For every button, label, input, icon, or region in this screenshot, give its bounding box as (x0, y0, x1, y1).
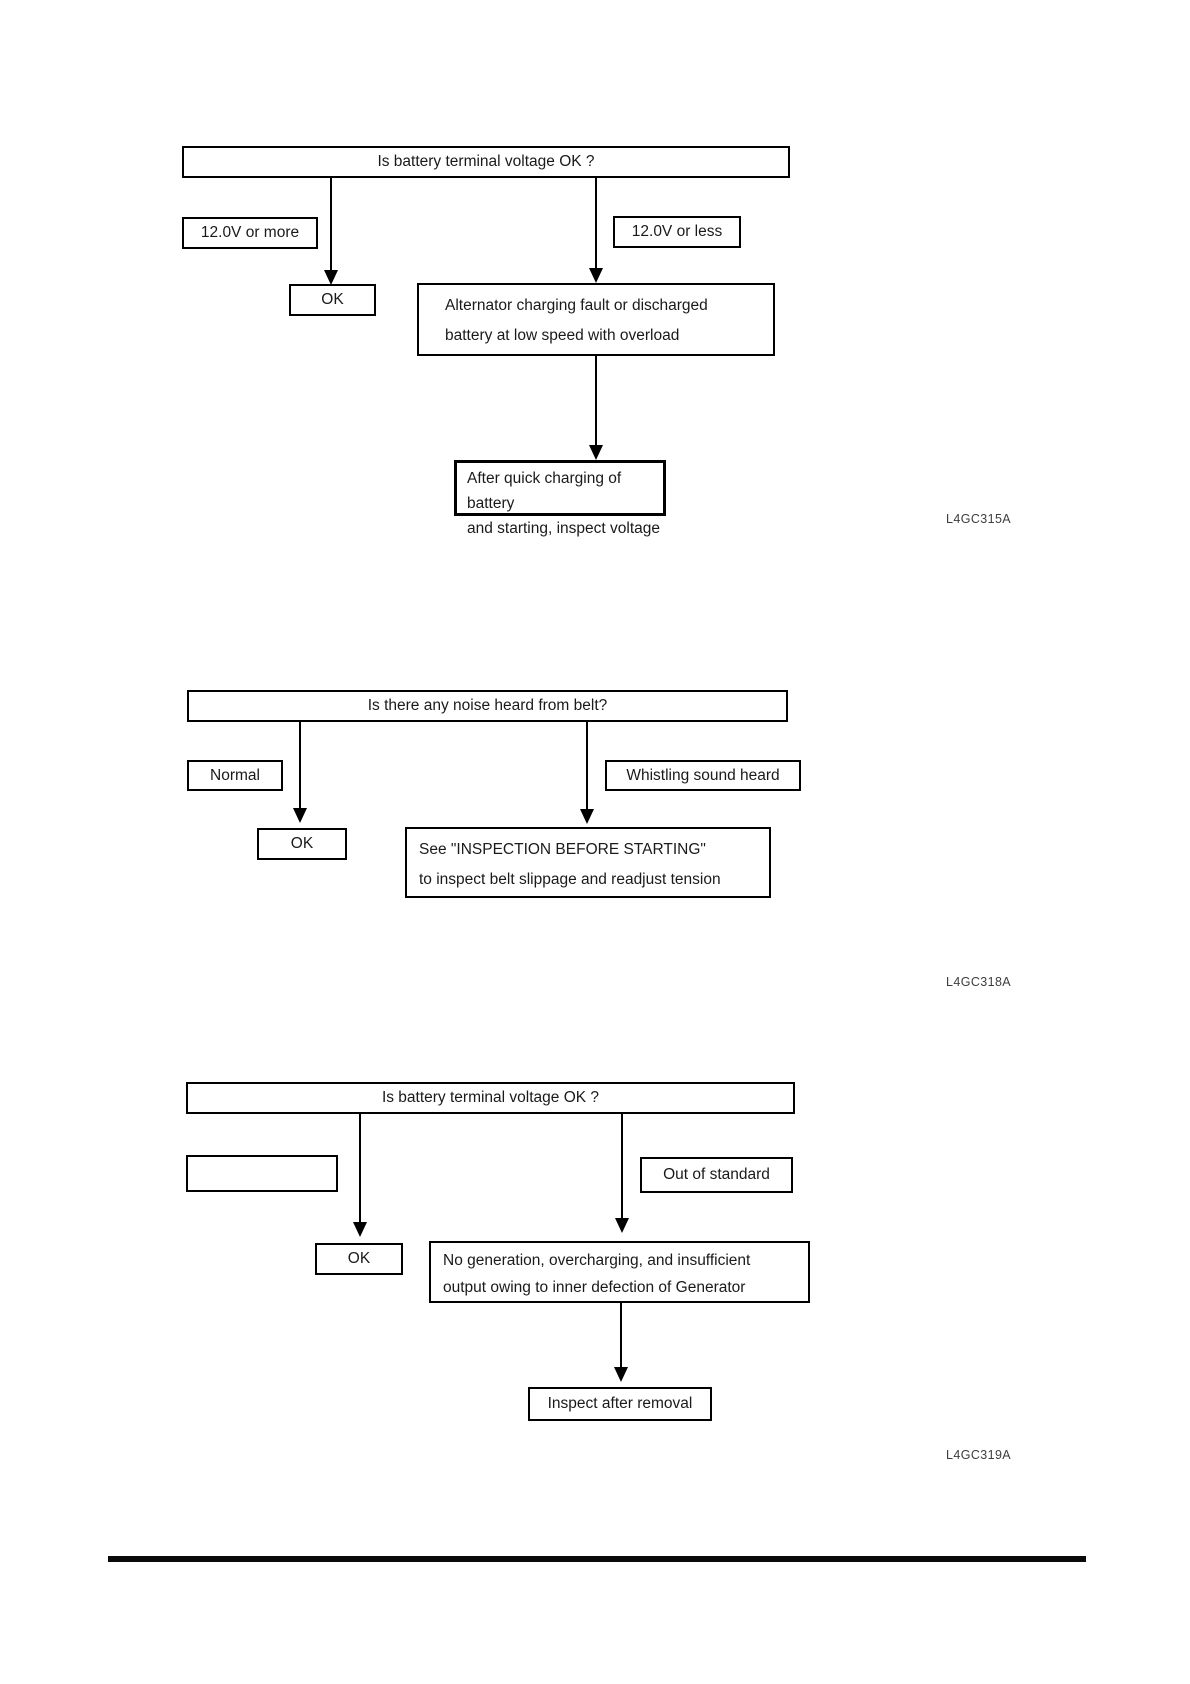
fc1-followup-line2: and starting, inspect voltage (467, 520, 661, 537)
fc3-question-box: Is battery terminal voltage OK ? (186, 1082, 795, 1114)
fc2-question-box: Is there any noise heard from belt? (187, 690, 788, 722)
fc2-left-connector-line (299, 722, 301, 808)
fc1-result-right-line1: Alternator charging fault or discharged (445, 297, 708, 314)
fc2-condition-left-box: Normal (187, 760, 283, 791)
fc3-figure-code: L4GC319A (946, 1448, 1012, 1462)
fc1-condition-left-box: 12.0V or more (182, 217, 318, 249)
fc3-result-right-line1: No generation, overcharging, and insuffi… (443, 1252, 751, 1269)
fc1-followup-box: After quick charging of battery and star… (454, 460, 666, 537)
fc3-right-connector-line (621, 1114, 623, 1218)
fc3-left-arrow-down-icon (353, 1222, 367, 1237)
fc2-right-connector-line (586, 722, 588, 809)
fc3-mid-connector-line (620, 1303, 622, 1367)
fc1-mid-arrow-down-icon (589, 445, 603, 460)
fc1-left-arrow-down-icon (324, 270, 338, 285)
page-bottom-rule (108, 1556, 1086, 1562)
fc1-left-connector-line (330, 178, 332, 270)
fc2-left-arrow-down-icon (293, 808, 307, 823)
fc2-result-right-line1: See "INSPECTION BEFORE STARTING" (419, 841, 706, 858)
fc2-condition-right-box: Whistling sound heard (605, 760, 801, 791)
fc3-mid-arrow-down-icon (614, 1367, 628, 1382)
fc2-right-arrow-down-icon (580, 809, 594, 824)
fc2-result-right-line2: to inspect belt slippage and readjust te… (419, 871, 721, 888)
fc1-mid-connector-line (595, 356, 597, 445)
fc1-followup-line1: After quick charging of battery (467, 470, 622, 512)
fc1-right-arrow-down-icon (589, 268, 603, 283)
fc1-figure-code: L4GC315A (946, 512, 1012, 526)
fc2-result-ok-box: OK (257, 828, 347, 860)
fc1-question-box: Is battery terminal voltage OK ? (182, 146, 790, 178)
fc3-condition-right-box: Out of standard (640, 1157, 793, 1193)
fc3-left-connector-line (359, 1114, 361, 1222)
fc2-figure-code: L4GC318A (946, 975, 1012, 989)
fc1-result-right-box: Alternator charging fault or discharged … (417, 283, 775, 356)
fc1-right-connector-line (595, 178, 597, 268)
fc3-condition-left-box-empty (186, 1155, 338, 1192)
fc3-result-right-box: No generation, overcharging, and insuffi… (429, 1241, 810, 1303)
fc1-condition-right-box: 12.0V or less (613, 216, 741, 248)
fc1-result-ok-box: OK (289, 284, 376, 316)
fc3-result-right-line2: output owing to inner defection of Gener… (443, 1279, 746, 1296)
fc3-result-ok-box: OK (315, 1243, 403, 1275)
fc3-followup-box: Inspect after removal (528, 1387, 712, 1421)
fc1-result-right-line2: battery at low speed with overload (445, 327, 680, 344)
fc3-right-arrow-down-icon (615, 1218, 629, 1233)
fc2-result-right-box: See "INSPECTION BEFORE STARTING" to insp… (405, 827, 771, 898)
